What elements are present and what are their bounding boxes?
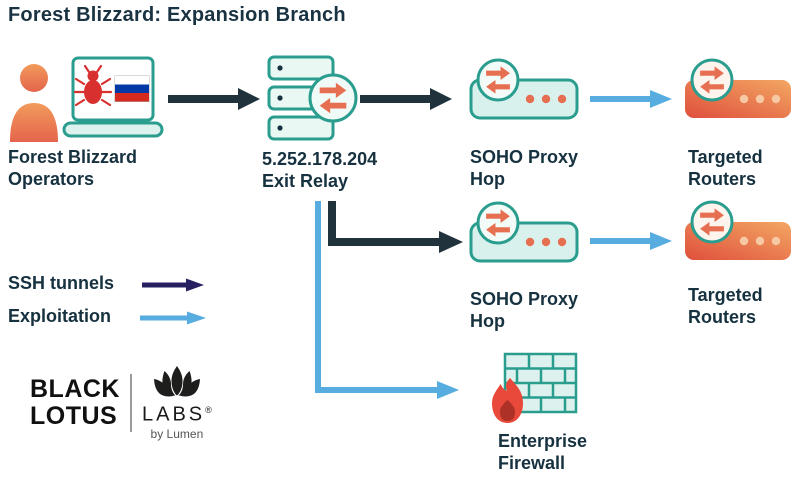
soho-router-icon xyxy=(469,201,579,263)
arrow-relay-to-firewall xyxy=(315,201,459,399)
logo-divider xyxy=(130,374,132,433)
logo-labs: LABS® xyxy=(142,399,212,426)
logo-wordmark: BLACK LOTUS xyxy=(30,376,120,430)
transfer-badge-icon xyxy=(308,73,358,123)
black-lotus-labs-logo: BLACK LOTUS LABS® by Lumen xyxy=(30,366,212,441)
arrow-operators-to-relay xyxy=(168,88,260,110)
flame-icon xyxy=(492,378,523,423)
label-targeted-routers-1: Targeted Routers xyxy=(688,146,763,190)
logo-labs-text: LABS xyxy=(142,403,206,426)
logo-word-black: BLACK xyxy=(30,375,120,404)
targeted-router-icon xyxy=(685,58,791,118)
label-enterprise-firewall: Enterprise Firewall xyxy=(498,430,587,474)
soho-router-icon xyxy=(469,58,579,120)
arrow-soho2-to-targeted2 xyxy=(590,232,672,250)
label-line: Firewall xyxy=(498,453,566,473)
legend-exploitation-label: Exploitation xyxy=(8,306,111,326)
registered-mark: ® xyxy=(205,405,212,415)
label-line: Forest Blizzard xyxy=(8,147,138,167)
label-line: Hop xyxy=(470,311,505,331)
arrow-relay-to-soho1 xyxy=(360,88,452,110)
bug-icon xyxy=(73,64,113,107)
label-line: Targeted xyxy=(688,285,763,305)
lotus-icon xyxy=(153,366,200,397)
legend-ssh-arrow xyxy=(142,278,204,292)
arrow-relay-to-soho2 xyxy=(328,201,463,253)
label-targeted-routers-2: Targeted Routers xyxy=(688,284,763,328)
arrow-soho1-to-targeted1 xyxy=(590,90,672,108)
exit-relay-server-icon xyxy=(267,55,358,141)
enterprise-firewall-icon xyxy=(492,352,578,423)
legend-exploitation-arrow xyxy=(140,311,206,325)
label-line: SOHO Proxy xyxy=(470,147,579,167)
targeted-router-icon xyxy=(685,200,791,260)
russian-flag-icon xyxy=(114,75,150,102)
label-operators: Forest Blizzard Operators xyxy=(8,146,137,190)
label-line: Enterprise xyxy=(498,431,588,451)
logo-word-lotus: LOTUS xyxy=(30,402,118,431)
label-soho-proxy-2: SOHO Proxy Hop xyxy=(470,288,578,332)
operator-laptop-icon xyxy=(62,56,164,138)
label-line: 5.252.178.204 xyxy=(262,149,378,169)
label-line: Hop xyxy=(470,169,505,189)
label-line: Routers xyxy=(688,307,757,327)
label-soho-proxy-1: SOHO Proxy Hop xyxy=(470,146,578,190)
logo-labs-block: LABS® by Lumen xyxy=(142,366,212,441)
label-line: Exit Relay xyxy=(262,171,349,191)
label-exit-relay: 5.252.178.204 Exit Relay xyxy=(262,148,377,192)
operator-person-icon xyxy=(10,64,58,142)
label-line: Routers xyxy=(688,169,757,189)
logo-byline: by Lumen xyxy=(150,426,204,441)
diagram-title: Forest Blizzard: Expansion Branch xyxy=(8,4,346,26)
legend-ssh-label: SSH tunnels xyxy=(8,273,115,293)
label-line: Operators xyxy=(8,169,95,189)
label-line: SOHO Proxy xyxy=(470,289,579,309)
label-line: Targeted xyxy=(688,147,763,167)
